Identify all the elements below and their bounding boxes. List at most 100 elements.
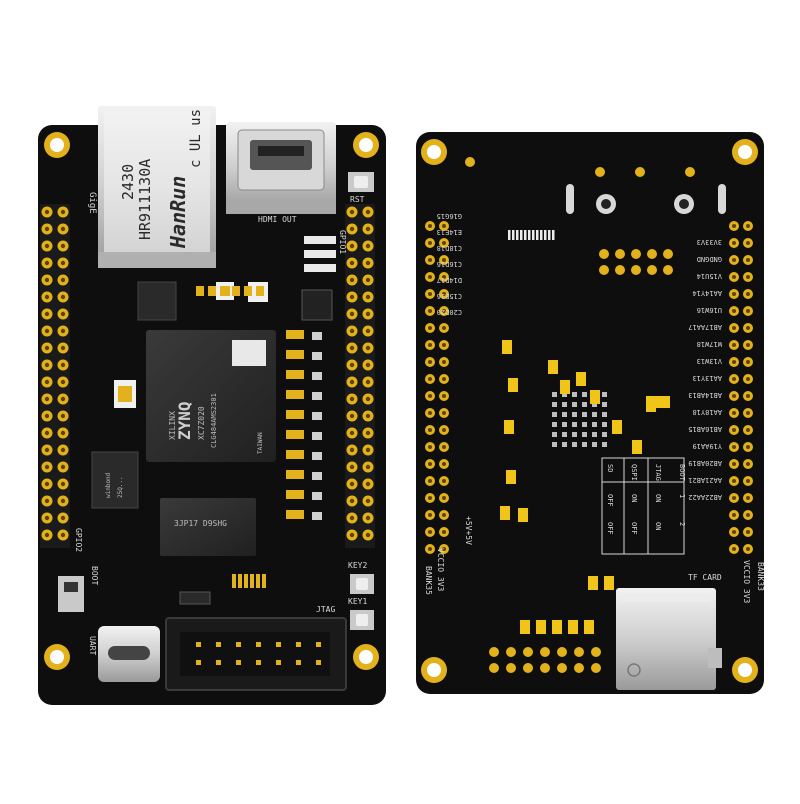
solder-pad (262, 574, 266, 588)
reset-button[interactable] (348, 172, 374, 192)
edge-pad-hole (442, 343, 446, 347)
header-pin-center (60, 430, 66, 436)
solder-pad (312, 512, 322, 520)
test-pad (582, 412, 587, 417)
back-right-label: AA13Y13 (692, 374, 722, 382)
edge-pad-hole (442, 309, 446, 313)
edge-pad-hole (746, 462, 750, 466)
edge-pad-hole (746, 275, 750, 279)
mounting-hole (44, 132, 379, 670)
back-left-label: G16G15 (437, 212, 462, 220)
solder-pad (220, 286, 228, 296)
zynq-soc-chip: XILINX ZYNQ XC7Z020 CLG484AMS2301 TAIWAN (146, 330, 276, 462)
bank35-label: BANK35 (424, 566, 433, 595)
header-pin-center (44, 413, 50, 419)
solder-pad (232, 286, 240, 296)
jtag-header[interactable] (165, 617, 347, 691)
header-pin-center (44, 209, 50, 215)
edge-pad-hole (732, 241, 736, 245)
usb-c-uart-port[interactable] (98, 626, 160, 682)
gige-label: GigE (87, 192, 97, 214)
pad (523, 647, 533, 657)
boot-table-cell: ON (654, 522, 662, 530)
pad (647, 249, 657, 259)
header-pin-center (349, 464, 355, 470)
back-left-label: C15B16 (437, 292, 462, 300)
capacitor (536, 620, 546, 634)
header-pin-center (60, 362, 66, 368)
header-pin-center (60, 294, 66, 300)
header-pin-center (349, 243, 355, 249)
back-bottom-pads (489, 647, 601, 673)
pad (540, 647, 550, 657)
rj45-brand-text: HanRun (166, 176, 190, 249)
solder-pad (312, 372, 322, 380)
edge-pad-hole (746, 292, 750, 296)
edge-pad-hole (428, 445, 432, 449)
tf-card-slot[interactable] (616, 588, 722, 690)
key2-button[interactable] (350, 574, 374, 594)
header-pin-center (60, 413, 66, 419)
capacitor (584, 620, 594, 634)
pad (631, 265, 641, 275)
header-pin-center (365, 294, 371, 300)
back-right-label: AA21AB21 (688, 476, 722, 484)
header-pin-center (44, 243, 50, 249)
pad (557, 663, 567, 673)
test-pad (512, 230, 515, 240)
edge-pad-hole (732, 411, 736, 415)
test-pad (552, 442, 557, 447)
jtag-pin (256, 660, 261, 665)
back-right-label: 3V33V3 (697, 238, 722, 246)
edge-pad-hole (732, 326, 736, 330)
capacitor (508, 378, 518, 392)
solder-pad (312, 432, 322, 440)
back-right-labels: 3V33V3GNDGNDV15U14AA14Y14U16W16AB17AA17W… (688, 238, 722, 501)
edge-pad-hole (732, 428, 736, 432)
header-pin-center (349, 328, 355, 334)
edge-pad-hole (428, 496, 432, 500)
boot-switch[interactable] (58, 576, 84, 612)
test-pad (536, 230, 539, 240)
test-pad (582, 432, 587, 437)
edge-pad-hole (442, 496, 446, 500)
plus5v-label: +5V+5V (464, 516, 473, 545)
test-pad (552, 230, 555, 240)
gpio2-label: GPIO2 (74, 528, 83, 552)
header-pin-center (365, 447, 371, 453)
edge-pad-hole (428, 343, 432, 347)
bank33-label: BANK33 (756, 562, 765, 591)
header-pin-center (349, 345, 355, 351)
pad (465, 157, 475, 167)
capacitor (518, 508, 528, 522)
rj45-date-text: 2430 (119, 164, 137, 200)
key1-button[interactable] (350, 610, 374, 630)
back-right-label: AB22AA22 (688, 493, 722, 501)
edge-pad-hole (732, 445, 736, 449)
test-pad (572, 442, 577, 447)
header-pin-center (60, 498, 66, 504)
edge-pad-hole (732, 275, 736, 279)
solder-pad (312, 392, 322, 400)
header-pin-center (44, 226, 50, 232)
boot-table-cell: 2 (678, 522, 686, 526)
boot-table-header: JTAG (654, 464, 662, 481)
edge-pad-hole (746, 428, 750, 432)
edge-pad-hole (442, 547, 446, 551)
header-pin-center (44, 277, 50, 283)
header-pin-center (365, 362, 371, 368)
rj45-part-text: HR911130A (136, 159, 154, 240)
edge-pad-hole (428, 224, 432, 228)
test-pad (592, 442, 597, 447)
edge-pad-hole (442, 292, 446, 296)
edge-pad-hole (746, 445, 750, 449)
pad (635, 167, 645, 177)
pad (615, 249, 625, 259)
edge-pad-hole (746, 479, 750, 483)
header-pin-center (44, 515, 50, 521)
pad (631, 249, 641, 259)
flash-brand: winbond (105, 472, 112, 498)
header-pin-center (44, 447, 50, 453)
edge-pad-hole (442, 224, 446, 228)
header-pin-center (60, 345, 66, 351)
